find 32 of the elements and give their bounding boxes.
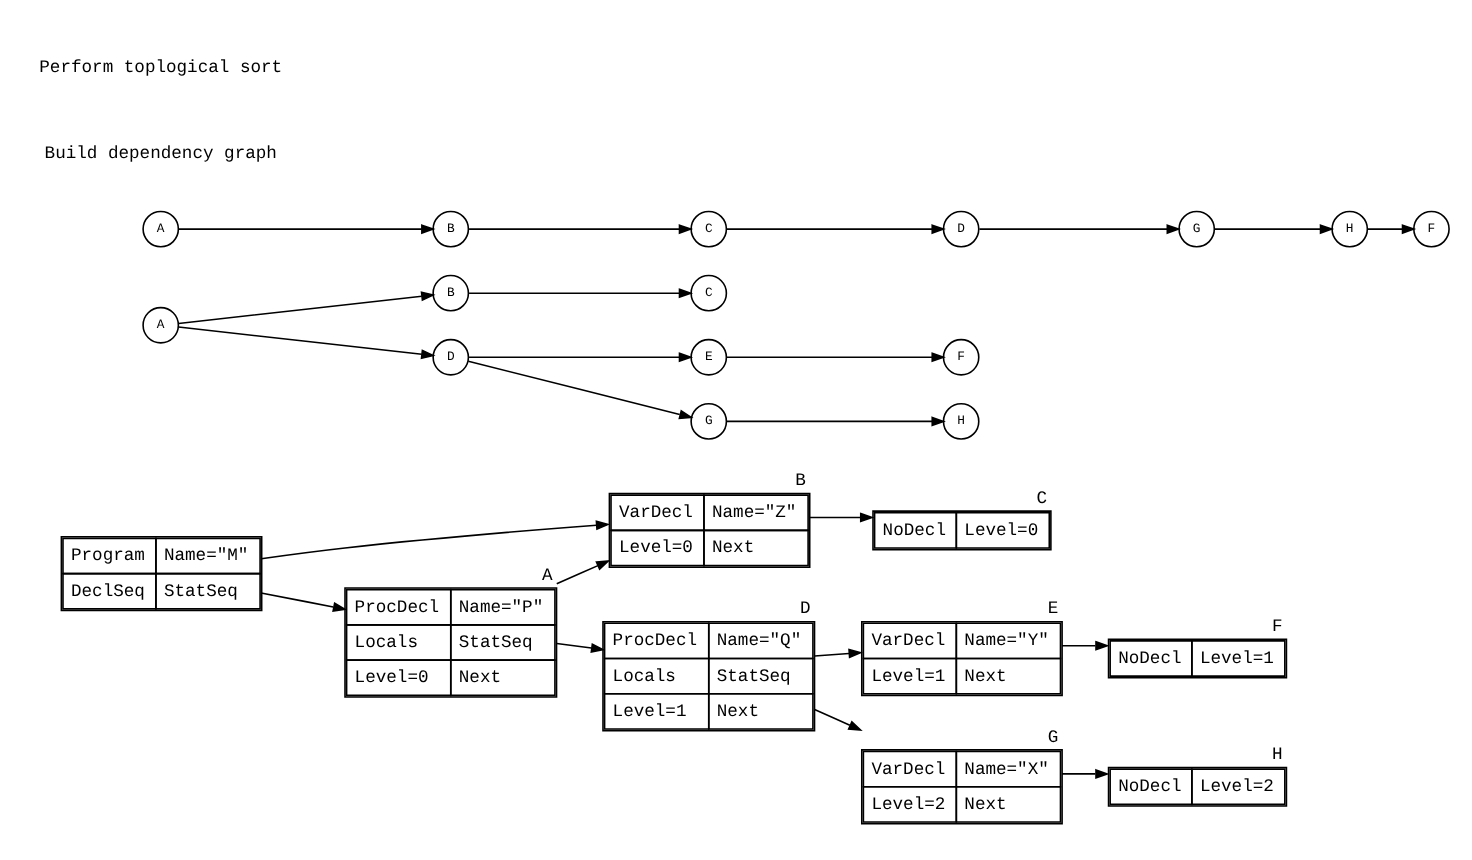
arrow [1213,223,1335,234]
node-label: B [795,470,806,491]
arrow [177,223,436,234]
node-label: H [1272,744,1283,765]
arrow [468,287,694,298]
arrow [1061,767,1110,778]
arrow [1367,223,1417,234]
arrow [260,519,611,559]
arrow [1061,639,1110,650]
arrow [555,559,611,584]
label: Perform toplogical sort [39,56,283,77]
arrow [808,511,875,522]
arrow [725,415,946,426]
node-label: C [1036,487,1048,508]
node-label: G [1047,726,1059,747]
arrow [725,351,946,362]
node-label: F [1272,615,1283,636]
arrow [260,591,348,611]
arrow [978,223,1181,234]
node-label: A [542,564,553,585]
node-label: E [1047,598,1059,619]
arrow [813,707,863,730]
arrow [467,359,694,419]
arrow [177,325,436,359]
arrow [468,351,694,362]
node-label: D [800,598,811,619]
label: Build dependency graph [44,143,277,164]
arrow [177,290,436,324]
arrow [555,641,606,652]
arrow [813,647,863,658]
arrow [725,223,946,234]
arrow [468,223,694,234]
